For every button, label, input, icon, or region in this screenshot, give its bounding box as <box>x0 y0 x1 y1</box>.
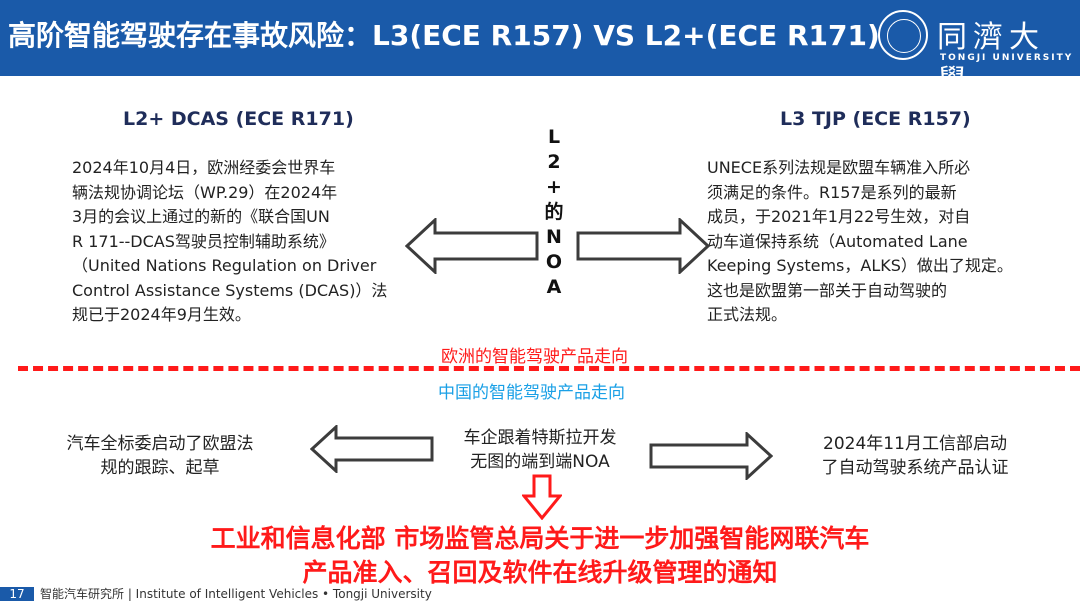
right-heading: L3 TJP (ECE R157) <box>780 108 971 130</box>
notice-title: 工业和信息化部 市场监管总局关于进一步加强智能网联汽车产品准入、召回及软件在线升… <box>140 522 940 590</box>
text-line: 工业和信息化部 市场监管总局关于进一步加强智能网联汽车 <box>210 524 870 553</box>
text-line: 规已于2024年9月生效。 <box>72 305 251 324</box>
text-line: 这也是欧盟第一部关于自动驾驶的 <box>707 280 948 300</box>
slide-title: 高阶智能驾驶存在事故风险：L3(ECE R157) VS L2+(ECE R17… <box>8 19 880 52</box>
bottom-left-arrow-icon <box>310 425 434 473</box>
footer-text: 智能汽车研究所 | Institute of Intelligent Vehic… <box>40 587 432 601</box>
text-line: 产品准入、召回及软件在线升级管理的通知 <box>302 558 778 587</box>
down-arrow-icon <box>522 474 562 520</box>
text-line: R 171--DCAS驾驶员控制辅助系统》 <box>72 231 335 251</box>
text-line: 3月的会议上通过的新的《联合国UN <box>72 207 330 226</box>
left-arrow-icon <box>405 218 539 274</box>
text-line: 须满足的条件。R157是系列的最新 <box>707 182 957 202</box>
text-line: Keeping Systems，ALKS）做出了规定。 <box>707 256 1013 275</box>
text-line: 2024年10月4日，欧洲经委会世界车 <box>72 158 336 177</box>
text-line: 2 <box>547 151 561 173</box>
text-line: 汽车全标委启动了欧盟法 <box>66 434 254 454</box>
text-line: 2024年11月工信部启动 <box>823 434 1007 454</box>
university-seal-icon <box>878 10 928 60</box>
header-bar: 高阶智能驾驶存在事故风险：L3(ECE R157) VS L2+(ECE R17… <box>0 0 1080 99</box>
china-direction-label: 中国的智能驾驶产品走向 <box>438 383 625 403</box>
bottom-middle-text: 车企跟着特斯拉开发无图的端到端NOA <box>435 426 645 474</box>
university-logo-en: TONGJI UNIVERSITY <box>940 53 1074 63</box>
text-line: O <box>545 251 563 273</box>
europe-direction-label: 欧洲的智能驾驶产品走向 <box>441 347 628 367</box>
text-line: 成员，于2021年1月22号生效，对自 <box>707 207 971 226</box>
text-line: UNECE系列法规是欧盟车辆准入所必 <box>707 158 971 177</box>
text-line: 无图的端到端NOA <box>470 452 610 472</box>
text-line: 动车道保持系统（Automated Lane <box>707 231 968 251</box>
university-logo-cn: 同濟大學 <box>937 20 1045 99</box>
footer: 17 智能汽车研究所 | Institute of Intelligent Veh… <box>0 585 432 602</box>
text-line: 了自动驾驶系统产品认证 <box>821 458 1009 478</box>
text-line: Control Assistance Systems (DCAS)）法 <box>72 280 388 300</box>
text-line: L <box>547 126 561 148</box>
left-paragraph: 2024年10月4日，欧洲经委会世界车辆法规协调论坛（WP.29）在2024年 3… <box>72 156 387 328</box>
text-line: 正式法规。 <box>707 305 788 324</box>
right-paragraph: UNECE系列法规是欧盟车辆准入所必须满足的条件。R157是系列的最新成员，于2… <box>707 156 1013 328</box>
text-line: + <box>546 176 562 198</box>
text-line: A <box>546 276 562 298</box>
left-heading: L2+ DCAS (ECE R171) <box>123 108 354 130</box>
text-line: 车企跟着特斯拉开发 <box>463 428 617 448</box>
text-line: （United Nations Regulation on Driver <box>72 256 377 275</box>
text-line: 的 <box>544 201 564 223</box>
right-arrow-icon <box>576 218 710 274</box>
text-line: 辆法规协调论坛（WP.29）在2024年 <box>72 182 338 202</box>
page-number: 17 <box>0 587 34 601</box>
bottom-right-text: 2024年11月工信部启动了自动驾驶系统产品认证 <box>790 432 1040 480</box>
text-line: N <box>546 226 562 248</box>
bottom-left-text: 汽车全标委启动了欧盟法规的跟踪、起草 <box>40 432 280 480</box>
bottom-right-arrow-icon <box>649 432 773 480</box>
dashed-divider <box>18 366 1080 371</box>
text-line: 规的跟踪、起草 <box>100 458 220 478</box>
